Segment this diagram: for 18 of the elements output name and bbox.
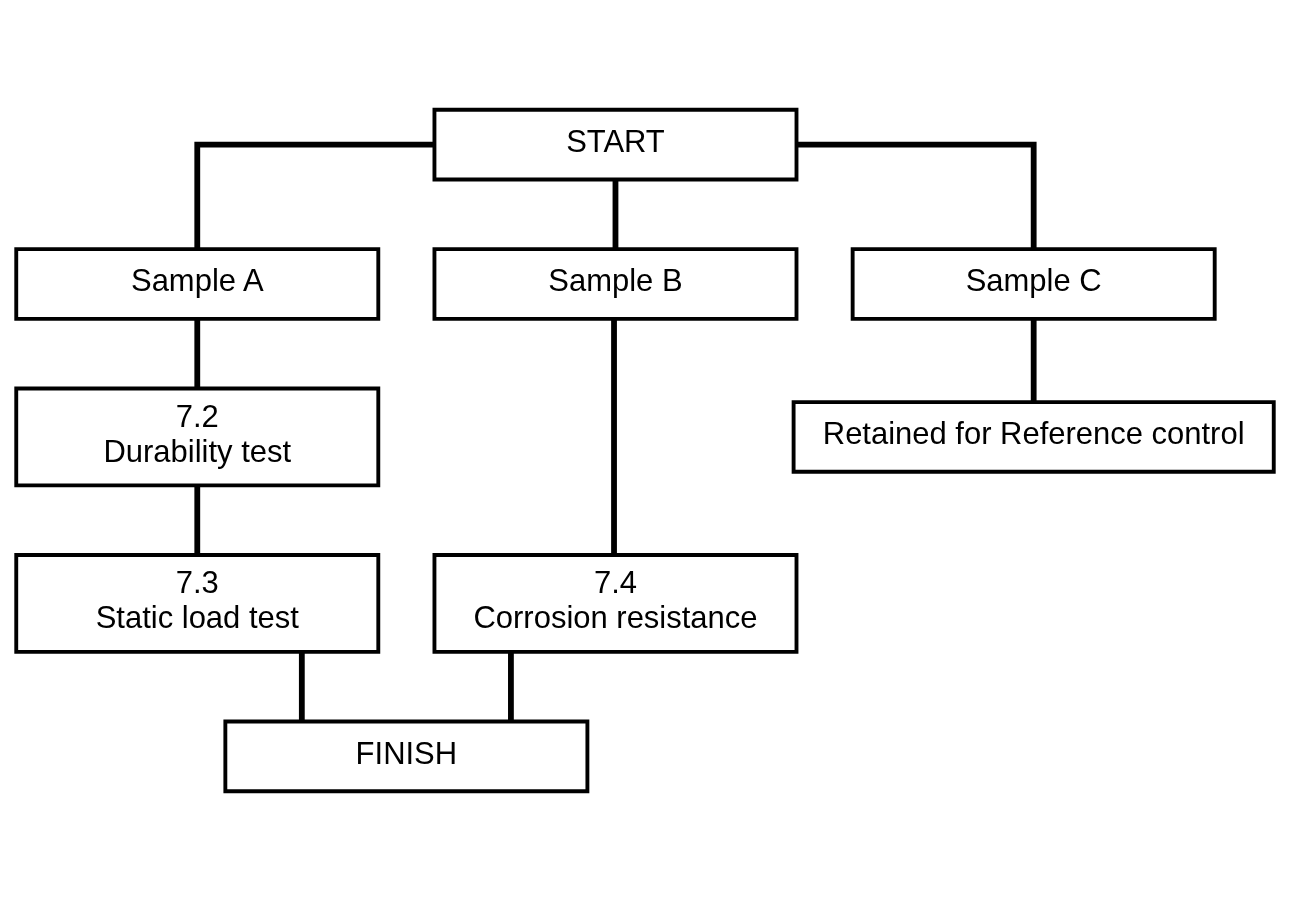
node-box: Sample C [850, 247, 1217, 321]
node-box: 7.3 Static load test [14, 553, 381, 654]
connector [611, 319, 617, 555]
node-box: FINISH [223, 719, 590, 794]
node-box: 7.4 Corrosion resistance [432, 553, 799, 654]
connector [194, 486, 201, 555]
connector [194, 319, 201, 389]
connector [508, 652, 514, 722]
node-box: Retained for Reference control [791, 400, 1276, 474]
connector [298, 652, 305, 722]
node-box: START [432, 107, 799, 182]
node-box: Sample B [432, 247, 799, 321]
connector [797, 141, 1037, 249]
connector [612, 179, 619, 249]
node-box: 7.2 Durability test [14, 386, 381, 488]
connector [194, 141, 434, 249]
connector [1030, 319, 1037, 402]
node-box: Sample A [14, 247, 381, 321]
